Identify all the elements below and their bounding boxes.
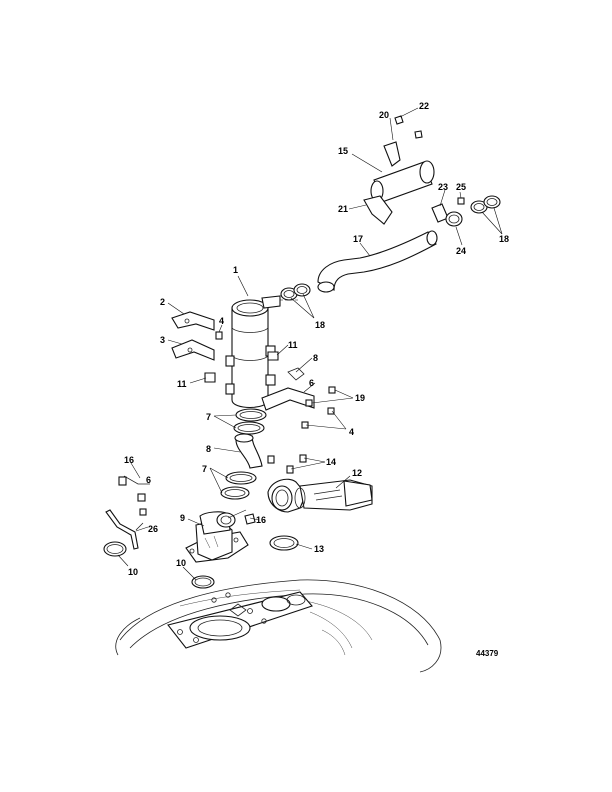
callout-11-left: 11 xyxy=(177,379,187,389)
callout-16-lower: 16 xyxy=(256,515,266,525)
leader-lines xyxy=(117,107,503,581)
callout-10-bottom: 10 xyxy=(176,558,186,568)
callout-10-left: 10 xyxy=(128,567,138,577)
clamp-24 xyxy=(445,211,463,227)
callout-23: 23 xyxy=(438,182,448,192)
bracket-2 xyxy=(171,311,215,331)
bracket-3 xyxy=(171,339,215,361)
callout-6-right: 6 xyxy=(309,378,314,388)
callout-16-upper: 16 xyxy=(124,455,134,465)
exhaust-elbow-12 xyxy=(267,478,373,513)
callout-17: 17 xyxy=(353,234,363,244)
callout-4-upper: 4 xyxy=(219,316,224,326)
clamp-18-left-b xyxy=(293,283,311,297)
clamp-7-lower-a xyxy=(225,471,257,485)
callout-1: 1 xyxy=(233,265,238,275)
callout-11-right: 11 xyxy=(288,340,298,350)
callout-22: 22 xyxy=(419,101,429,111)
callout-7-lower: 7 xyxy=(202,464,207,474)
hose-8-lower xyxy=(235,435,263,469)
callout-8-lower: 8 xyxy=(206,444,211,454)
tube-26 xyxy=(105,509,139,550)
figure-reference-number: 44379 xyxy=(476,649,499,658)
callout-9: 9 xyxy=(180,513,185,523)
callout-7-upper: 7 xyxy=(206,412,211,422)
clamp-7-lower-b xyxy=(220,486,250,500)
heat-exchanger-1 xyxy=(225,295,300,409)
callout-15: 15 xyxy=(338,146,348,156)
clamp-7-upper-a xyxy=(235,408,267,422)
callout-13: 13 xyxy=(314,544,324,554)
clamp-7-upper-b xyxy=(233,421,265,435)
bracket-6 xyxy=(261,387,315,411)
hose-17 xyxy=(317,231,437,291)
callout-14: 14 xyxy=(326,457,336,467)
engine-block-outline xyxy=(115,579,442,673)
callout-2: 2 xyxy=(160,297,165,307)
callout-3: 3 xyxy=(160,335,165,345)
callout-18-lower: 18 xyxy=(315,320,325,330)
reservoir-tank-15 xyxy=(370,141,435,203)
clamp-18-right-b xyxy=(483,195,501,209)
pump-body-9 xyxy=(185,511,249,563)
callout-21: 21 xyxy=(338,204,348,214)
callout-18-upper: 18 xyxy=(499,234,509,244)
callout-19: 19 xyxy=(355,393,365,403)
bracket-21 xyxy=(363,195,393,225)
callout-labels: 1 2 3 4 11 11 8 6 19 4 7 8 7 14 12 16 6 … xyxy=(124,101,509,658)
callout-4-lower: 4 xyxy=(349,427,354,437)
callout-8-upper: 8 xyxy=(313,353,318,363)
callout-26: 26 xyxy=(148,524,158,534)
callout-12: 12 xyxy=(352,468,362,478)
callout-6-left: 6 xyxy=(146,475,151,485)
callout-24: 24 xyxy=(456,246,466,256)
callout-20: 20 xyxy=(379,110,389,120)
callout-25: 25 xyxy=(456,182,466,192)
